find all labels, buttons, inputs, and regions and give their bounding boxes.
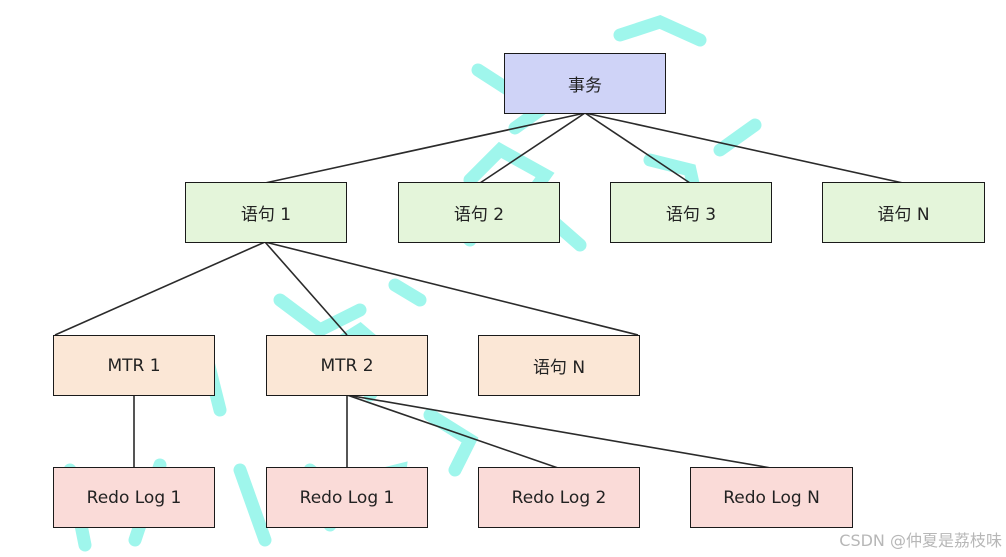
statement-label: 语句 N xyxy=(877,205,930,225)
mtr-label: MTR 1 xyxy=(107,355,161,376)
watermark-stroke xyxy=(273,293,367,338)
edge-mtr2-redoN xyxy=(346,394,772,469)
redo-log-label: Redo Log 1 xyxy=(299,487,395,508)
edges xyxy=(54,112,904,469)
watermark-stroke xyxy=(423,408,479,477)
watermark-stroke xyxy=(613,15,707,47)
redo-log-label: Redo Log 2 xyxy=(511,487,607,508)
edge-root-stmt1 xyxy=(264,112,586,184)
mtr-label: 语句 N xyxy=(532,358,586,378)
edge-stmt1-stmtN xyxy=(264,241,639,336)
statement-label: 语句 3 xyxy=(665,205,717,225)
watermark-stroke xyxy=(713,118,762,157)
edge-mtr2-redo2 xyxy=(346,394,559,469)
watermark-stroke xyxy=(388,278,427,307)
redo-log-label: Redo Log N xyxy=(723,487,820,508)
edge-root-stmt2 xyxy=(479,112,586,184)
redo-log-node: Redo Log 1 xyxy=(266,467,428,528)
redo-log-label: Redo Log 1 xyxy=(86,487,182,508)
statement-node: 语句 1 xyxy=(185,182,347,243)
statement-label: 语句 2 xyxy=(453,205,505,225)
statement-node: 语句 N xyxy=(822,182,985,243)
redo-log-node: Redo Log N xyxy=(690,467,853,528)
edge-root-stmt3 xyxy=(584,112,691,184)
edge-root-stmtN xyxy=(584,112,904,184)
edge-stmt1-mtr2 xyxy=(264,241,348,336)
redo-log-node: Redo Log 2 xyxy=(478,467,640,528)
mtr-node: MTR 1 xyxy=(53,335,215,396)
statement-node: 语句 2 xyxy=(398,182,560,243)
transaction-label: 事务 xyxy=(568,76,602,96)
statement-label: 语句 1 xyxy=(240,205,292,225)
mtr-node: MTR 2 xyxy=(266,335,428,396)
statement-node: 语句 3 xyxy=(610,182,772,243)
transaction-node: 事务 xyxy=(504,53,666,114)
edge-stmt1-mtr1 xyxy=(54,241,266,336)
redo-log-node: Redo Log 1 xyxy=(53,467,215,528)
mtr-node: 语句 N xyxy=(478,335,640,396)
mtr-label: MTR 2 xyxy=(320,355,374,376)
watermark-stroke xyxy=(233,463,272,547)
watermark-text: CSDN @仲夏是荔枝味 xyxy=(839,531,1002,550)
